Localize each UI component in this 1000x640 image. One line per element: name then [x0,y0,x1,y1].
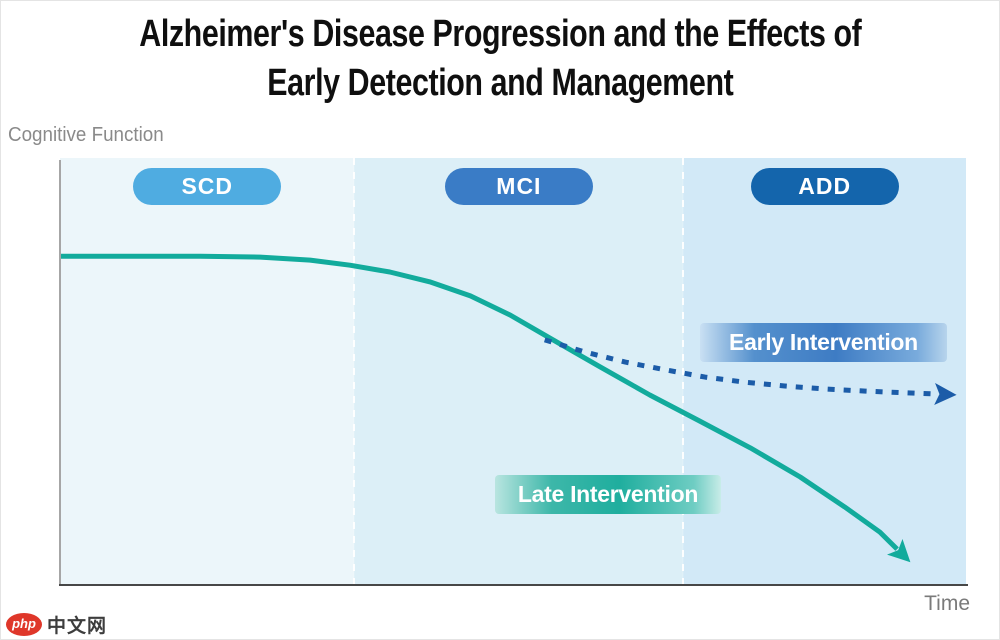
php-logo-icon: php [6,613,42,636]
divider-scd-mci [353,158,356,585]
stage-badge-scd: SCD [133,168,282,205]
chart-area: SCD MCI ADD Early Intervention Late Inte… [60,158,966,585]
page-title-line1: Alzheimer's Disease Progression and the … [138,13,862,55]
region-scd [60,158,355,585]
stage-badge-add: ADD [750,168,899,205]
x-axis-label: Time [924,592,970,615]
stage-badge-mci: MCI [444,168,593,205]
page-title: Alzheimer's Disease Progression and the … [0,10,1000,108]
early-intervention-label: Early Intervention [700,323,947,362]
y-axis-line [59,160,61,585]
late-intervention-label: Late Intervention [495,475,721,514]
site-name: 中文网 [47,616,108,637]
divider-mci-add [682,158,685,585]
page-title-line2: Early Detection and Management [266,62,734,104]
y-axis-label: Cognitive Function [8,124,164,146]
region-add [683,158,966,585]
early-intervention-line [543,337,957,405]
x-axis-line [59,584,968,586]
site-watermark: php 中文网 [6,611,107,638]
late-intervention-line [60,253,911,563]
chart-curves [60,253,957,563]
